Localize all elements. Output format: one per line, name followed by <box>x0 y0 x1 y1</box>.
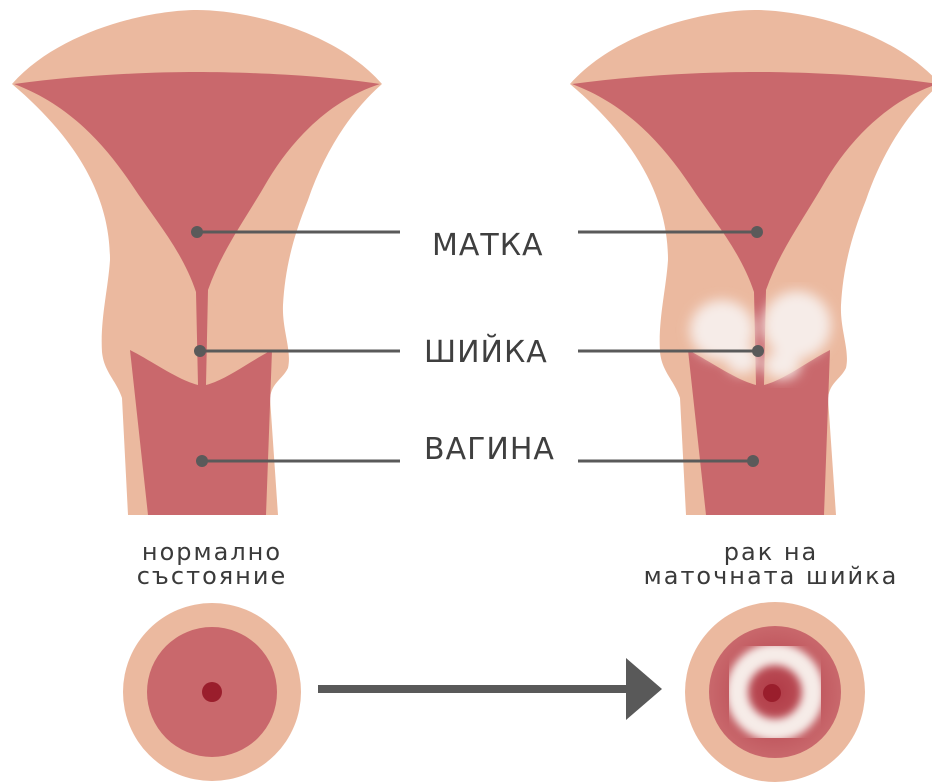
caption-cancer-line1: рак на <box>618 540 924 564</box>
caption-normal: нормално състояние <box>112 540 312 588</box>
caption-cancer: рак на маточната шийка <box>618 540 924 588</box>
caption-normal-line1: нормално <box>112 540 312 564</box>
label-cervix: ШИЙКА <box>418 338 554 368</box>
cancer-uterus <box>570 10 932 515</box>
progression-arrow <box>318 658 662 720</box>
cancer-cervical-canal <box>756 270 764 385</box>
normal-uterus <box>12 10 382 515</box>
normal-cervix-view <box>123 603 301 781</box>
label-vagina: ВАГИНА <box>418 435 561 465</box>
cancer-cervix-view <box>685 602 865 782</box>
label-uterus: МАТКА <box>426 231 550 261</box>
caption-cancer-line2: маточната шийка <box>618 564 924 588</box>
caption-normal-line2: състояние <box>112 564 312 588</box>
normal-cervical-canal <box>198 270 206 385</box>
